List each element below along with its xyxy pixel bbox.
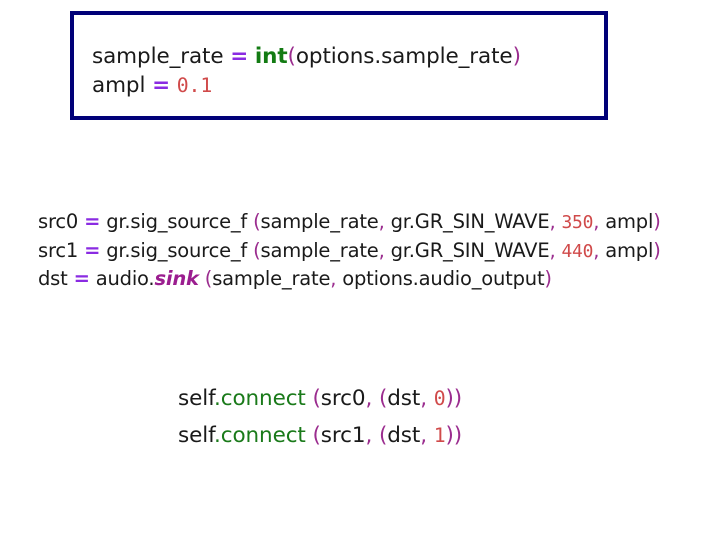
code-token-number: 440 [561, 240, 594, 262]
code-line: ampl = 0.1 [92, 71, 521, 100]
code-token-punctuation: ) [512, 44, 521, 69]
code-block-top-box: sample_rate = int(options.sample_rate)am… [70, 11, 608, 120]
code-block-bottom: self.connect (src0, (dst, 0))self.connec… [178, 380, 462, 454]
code-token-punctuation: ) [653, 238, 661, 262]
code-token-plain: gr.GR_SIN_WAVE [390, 238, 550, 262]
code-token-plain: src0 [38, 210, 85, 233]
code-token-punctuation: , [420, 423, 434, 448]
code-token-plain: gr.sig_source_f [100, 238, 254, 262]
code-token-punctuation: , [549, 210, 562, 233]
code-token-punctuation: , [378, 210, 391, 233]
code-token-number: 1 [433, 424, 446, 447]
code-token-punctuation: ( [378, 386, 388, 411]
code-token-punctuation: , [593, 238, 606, 262]
code-token-operator: = [73, 267, 90, 290]
code-token-plain: ampl [605, 238, 654, 262]
code-token-number: 0 [433, 387, 446, 410]
code-token-plain: src1 [320, 423, 366, 448]
code-token-plain [306, 386, 313, 411]
code-block-top-lines: sample_rate = int(options.sample_rate)am… [92, 42, 521, 100]
code-token-plain: dst [387, 423, 421, 448]
code-token-plain: options.audio_output [342, 267, 545, 290]
code-token-plain: gr.sig_source_f [100, 210, 254, 233]
code-token-punctuation: ( [312, 386, 321, 411]
code-token-italic_method: sink [154, 267, 199, 290]
code-token-punctuation: )) [445, 423, 463, 448]
code-token-plain: options.sample_rate [295, 44, 513, 69]
code-line: src1 = gr.sig_source_f (sample_rate, gr.… [38, 237, 661, 266]
code-token-punctuation: , [378, 238, 391, 262]
code-token-operator: = [152, 73, 170, 98]
code-token-plain: sample_rate [260, 238, 379, 262]
code-token-punctuation: ) [653, 210, 661, 233]
code-token-builtin: int [254, 44, 288, 69]
code-token-method: .connect [214, 423, 306, 448]
code-token-number: 350 [561, 212, 594, 233]
code-token-plain: audio. [89, 267, 155, 290]
code-token-punctuation: ( [378, 423, 388, 448]
code-token-method: .connect [214, 386, 306, 411]
code-token-plain: dst [387, 386, 421, 411]
code-token-plain [306, 423, 313, 448]
code-token-plain: ampl [605, 210, 654, 233]
code-token-operator: = [230, 44, 249, 69]
code-token-operator: = [84, 238, 101, 262]
code-line: src0 = gr.sig_source_f (sample_rate, gr.… [38, 208, 661, 237]
code-token-plain: src0 [320, 386, 366, 411]
code-token-plain: dst [38, 267, 74, 290]
code-token-punctuation: , [365, 423, 379, 448]
code-token-plain: sample_rate [260, 210, 379, 233]
code-token-plain: gr.GR_SIN_WAVE [390, 210, 550, 233]
code-line: self.connect (src1, (dst, 1)) [178, 417, 462, 454]
code-token-plain: src1 [38, 238, 85, 262]
code-token-punctuation: )) [445, 386, 463, 411]
code-token-punctuation: , [593, 210, 606, 233]
code-token-punctuation: , [420, 386, 434, 411]
code-token-plain: self [178, 423, 215, 448]
code-line: sample_rate = int(options.sample_rate) [92, 42, 521, 71]
code-token-punctuation: , [365, 386, 379, 411]
code-line: self.connect (src0, (dst, 0)) [178, 380, 462, 417]
code-token-punctuation: , [330, 267, 343, 290]
code-token-plain: sample_rate [212, 267, 331, 290]
code-token-plain: sample_rate [92, 44, 231, 69]
code-token-punctuation: , [549, 238, 562, 262]
code-token-number: 0.1 [176, 74, 213, 97]
code-token-punctuation: ) [544, 267, 552, 290]
code-token-punctuation: ( [253, 210, 261, 233]
code-token-plain [170, 73, 177, 98]
code-token-punctuation: ( [253, 238, 261, 262]
code-token-plain: self [178, 386, 215, 411]
code-token-plain: ampl [92, 73, 153, 98]
code-block-middle: src0 = gr.sig_source_f (sample_rate, gr.… [38, 208, 661, 293]
code-token-punctuation: ( [312, 423, 321, 448]
code-token-punctuation: ( [287, 44, 296, 69]
code-token-plain [248, 44, 255, 69]
code-token-punctuation: ( [204, 267, 213, 290]
code-line: dst = audio.sink (sample_rate, options.a… [38, 265, 661, 293]
code-token-operator: = [84, 210, 101, 233]
